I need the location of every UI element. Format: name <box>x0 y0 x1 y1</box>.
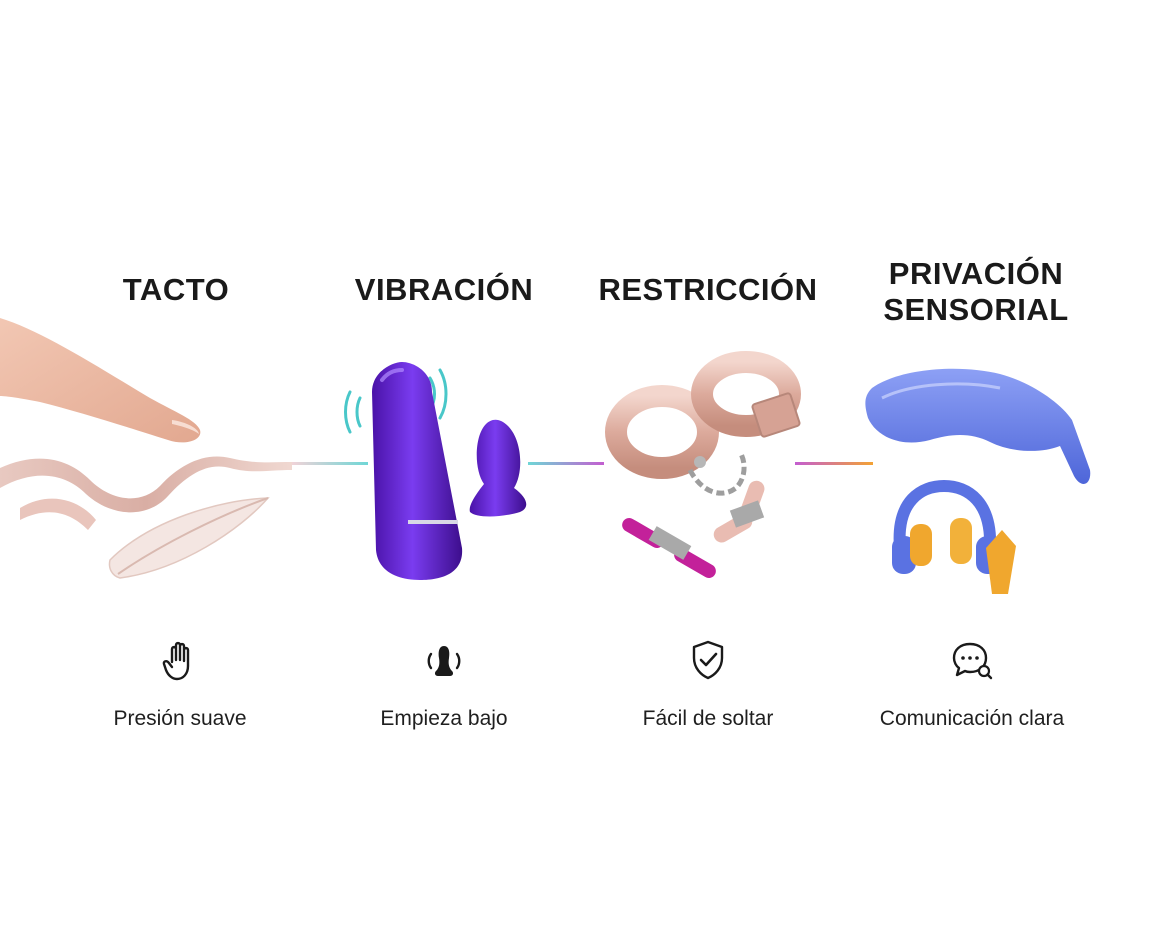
column-caption-vibracion: Empieza bajo <box>380 707 508 730</box>
bullet-vibrator-icon <box>372 362 463 580</box>
hand-icon <box>162 640 198 682</box>
column-caption-privacion-sensorial: Comunicación clara <box>879 707 1065 730</box>
blindfold-icon <box>865 368 1091 484</box>
restraint-illustration <box>605 351 801 578</box>
plug-icon <box>469 419 527 517</box>
earmuffs-icon <box>893 479 997 554</box>
column-title-vibracion: VIBRACIÓN <box>354 272 534 307</box>
ribbon-icon <box>0 456 292 513</box>
connector-line-1 <box>290 462 368 465</box>
touch-illustration <box>0 318 292 579</box>
connector-line-3 <box>795 462 873 465</box>
column-caption-restriccion: Fácil de soltar <box>642 707 774 730</box>
connector-lines <box>290 462 873 465</box>
shield-check-icon <box>688 638 728 682</box>
earplug-icon <box>910 524 932 566</box>
finger-icon <box>0 318 201 443</box>
feather-icon <box>108 497 270 579</box>
vibration-icon <box>422 640 466 682</box>
vibration-illustration <box>344 362 527 580</box>
clamp-left-icon <box>622 518 716 578</box>
column-title-tacto: TACTO <box>122 272 230 307</box>
column-title-privacion-sensorial: PRIVACIÓN SENSORIAL <box>883 256 1069 327</box>
cuff-left-icon <box>605 385 719 479</box>
clamp-right-icon <box>713 480 765 543</box>
sensory-deprivation-illustration <box>865 368 1091 594</box>
chain-icon <box>687 450 747 496</box>
column-caption-tacto: Presión suave <box>113 707 247 730</box>
column-title-restriccion: RESTRICCIÓN <box>598 272 818 307</box>
chat-search-icon <box>950 640 994 682</box>
connector-line-2 <box>528 462 604 465</box>
